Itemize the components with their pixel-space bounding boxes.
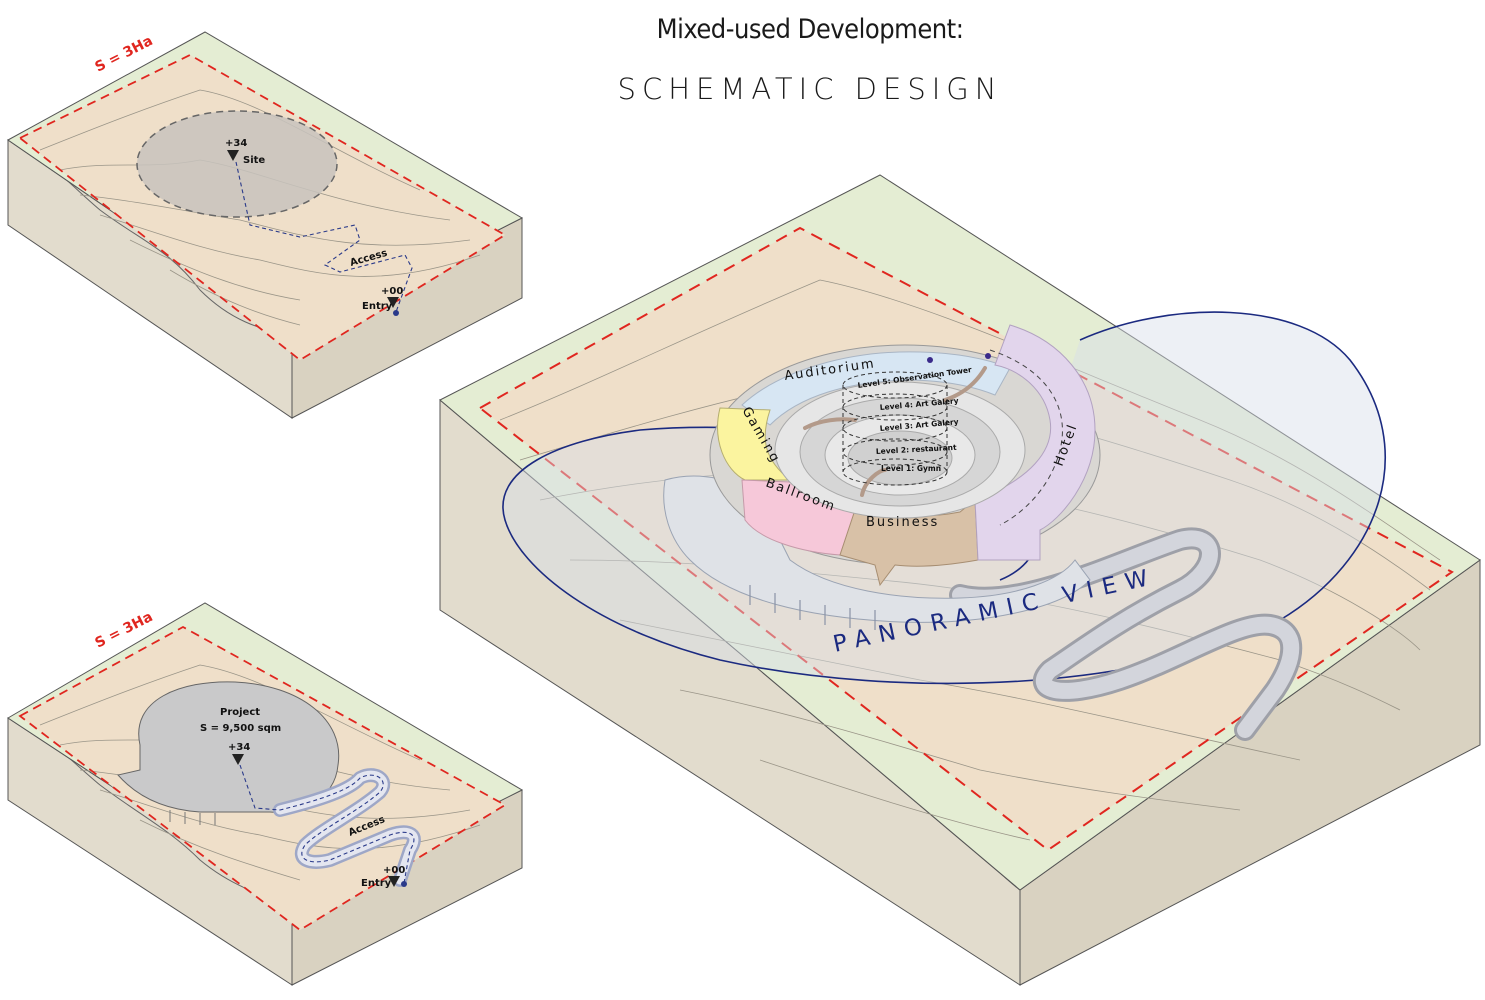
project-stilts	[169, 810, 216, 825]
building-podium	[663, 475, 1091, 623]
zone-auditorium	[741, 351, 1011, 426]
hotel-node-dot	[985, 353, 991, 359]
building-bridges	[803, 366, 987, 497]
hotel-circulation-path	[989, 349, 1063, 526]
site-elevation-bottom: +00	[381, 286, 403, 297]
project-entry-dot	[401, 881, 407, 887]
zone-hotel	[974, 324, 1096, 561]
project-elevation-bottom: +00	[383, 865, 405, 876]
level2-label: Level 2: restaurant	[876, 443, 958, 456]
inner-ring-4	[847, 430, 953, 486]
project-footprint	[117, 681, 340, 813]
page-title: Mixed-used Development:	[656, 14, 964, 45]
main-boundary	[478, 226, 1454, 852]
entry-point-dot	[393, 310, 399, 316]
project-entry-icon	[388, 876, 400, 887]
site-access-path	[235, 161, 413, 313]
site-contours	[39, 89, 481, 326]
elevation-marker-icon	[227, 150, 239, 161]
main-diagram: Auditorium Gaming Ballroom Business Hote…	[439, 174, 1481, 986]
page-subtitle: SCHEMATIC DESIGN	[617, 72, 1003, 106]
project-elevation-top: +34	[228, 742, 250, 753]
project-entry-label: Entry	[361, 878, 392, 889]
project-label: Project	[220, 707, 260, 718]
building-stilts	[749, 585, 876, 630]
business-label: Business	[866, 515, 939, 530]
site-diagram: S = 3Ha +34 Site Access +00 Entry	[7, 31, 524, 419]
site-elevation-top: +34	[225, 138, 247, 149]
auditorium-node-dot	[927, 357, 933, 363]
project-access-path	[239, 764, 415, 884]
site-boundary	[18, 53, 507, 362]
project-diagram: S = 3Ha Project S = 9,500 sqm +34 Access…	[7, 602, 524, 986]
tower-levels	[842, 371, 948, 486]
project-area-value: S = 9,500 sqm	[200, 723, 281, 734]
level1-label: Level 1: Gymn	[881, 464, 941, 473]
project-boundary	[18, 625, 507, 932]
project-elevation-icon	[232, 754, 244, 765]
entry-marker-icon	[387, 297, 399, 308]
site-entry-label: Entry	[362, 301, 393, 312]
site-label: Site	[243, 155, 265, 166]
